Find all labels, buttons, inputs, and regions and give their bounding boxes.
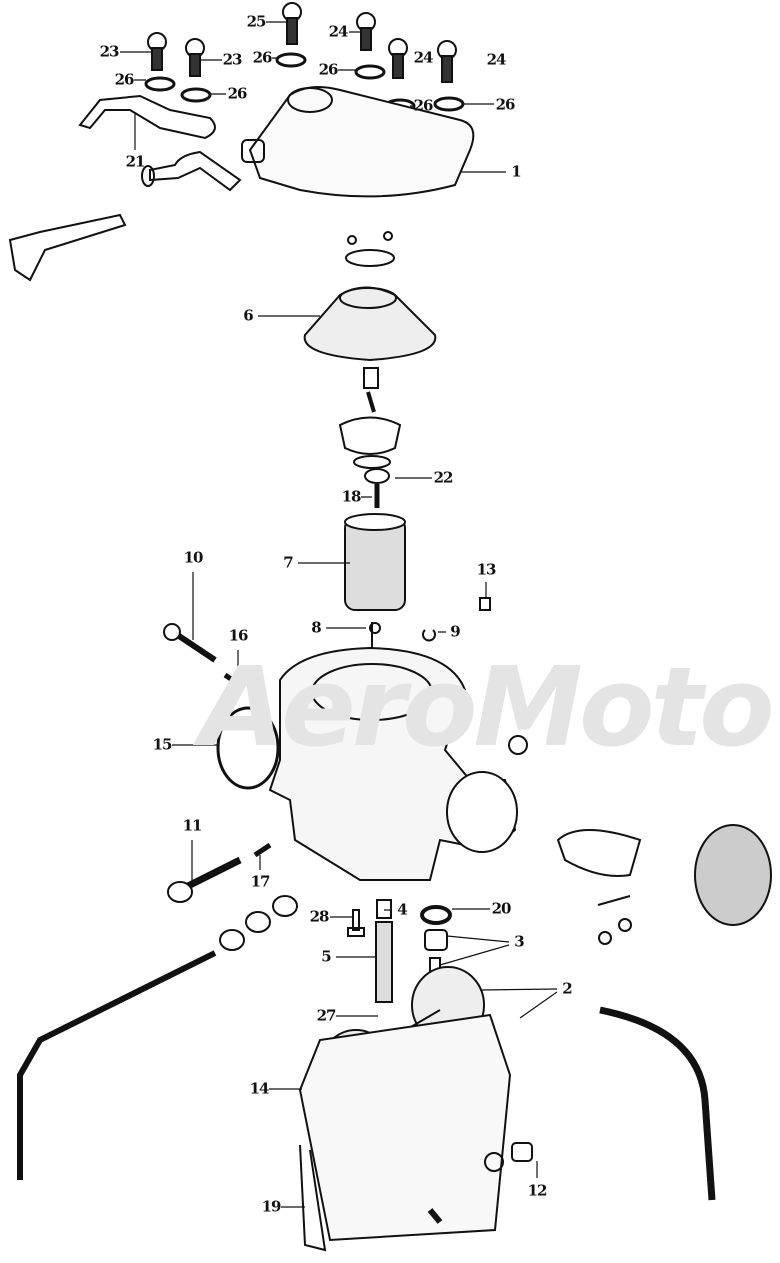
screw-icon [388, 38, 408, 79]
piston-slide [344, 517, 406, 611]
callout-label: 23 [222, 50, 243, 69]
callout-label: 24 [486, 50, 507, 69]
gasket-wire [299, 1144, 327, 1252]
callout-label: 3 [514, 932, 524, 951]
top-cover [248, 85, 475, 198]
callout-label: 6 [243, 306, 253, 325]
screw-icon [147, 32, 167, 71]
callout-label: 18 [341, 487, 362, 506]
diaphragm [303, 286, 437, 362]
callout-label: 5 [321, 947, 331, 966]
screw-icon [437, 40, 457, 83]
screw-icon [356, 12, 376, 51]
screw-icon [185, 38, 205, 77]
callout-label: 28 [309, 907, 330, 926]
callout-label: 25 [246, 12, 267, 31]
callout-label: 8 [311, 618, 321, 637]
callout-label: 2 [562, 979, 572, 998]
callout-label: 19 [261, 1197, 282, 1216]
callout-label: 26 [227, 84, 248, 103]
float-bowl [298, 1013, 512, 1242]
callout-label: 4 [397, 900, 407, 919]
callout-label: 14 [249, 1079, 270, 1098]
callout-label: 20 [491, 899, 512, 918]
callout-label: 26 [495, 95, 516, 114]
callout-label: 10 [183, 548, 204, 567]
choke-rod [17, 950, 217, 1180]
callout-label: 26 [114, 70, 135, 89]
callout-label: 22 [433, 468, 454, 487]
callout-label: 11 [182, 816, 203, 835]
callout-label: 23 [99, 42, 120, 61]
callout-label: 9 [450, 622, 460, 641]
callout-label: 17 [250, 872, 271, 891]
callout-label: 7 [283, 553, 293, 572]
fuel-hose [599, 1006, 716, 1201]
air-filter-screen [694, 824, 772, 926]
callout-label: 15 [152, 735, 173, 754]
screw-icon [282, 2, 302, 45]
callout-label: 21 [125, 152, 146, 171]
callout-label: 12 [527, 1181, 548, 1200]
callout-label: 26 [318, 60, 339, 79]
callout-label: 24 [413, 48, 434, 67]
callout-label: 16 [228, 626, 249, 645]
o-ring [216, 706, 280, 790]
callout-label: 26 [252, 48, 273, 67]
callout-label: 13 [476, 560, 497, 579]
callout-label: 26 [413, 96, 434, 115]
callout-label: 24 [328, 22, 349, 41]
callout-label: 1 [511, 162, 521, 181]
callout-label: 27 [316, 1006, 337, 1025]
